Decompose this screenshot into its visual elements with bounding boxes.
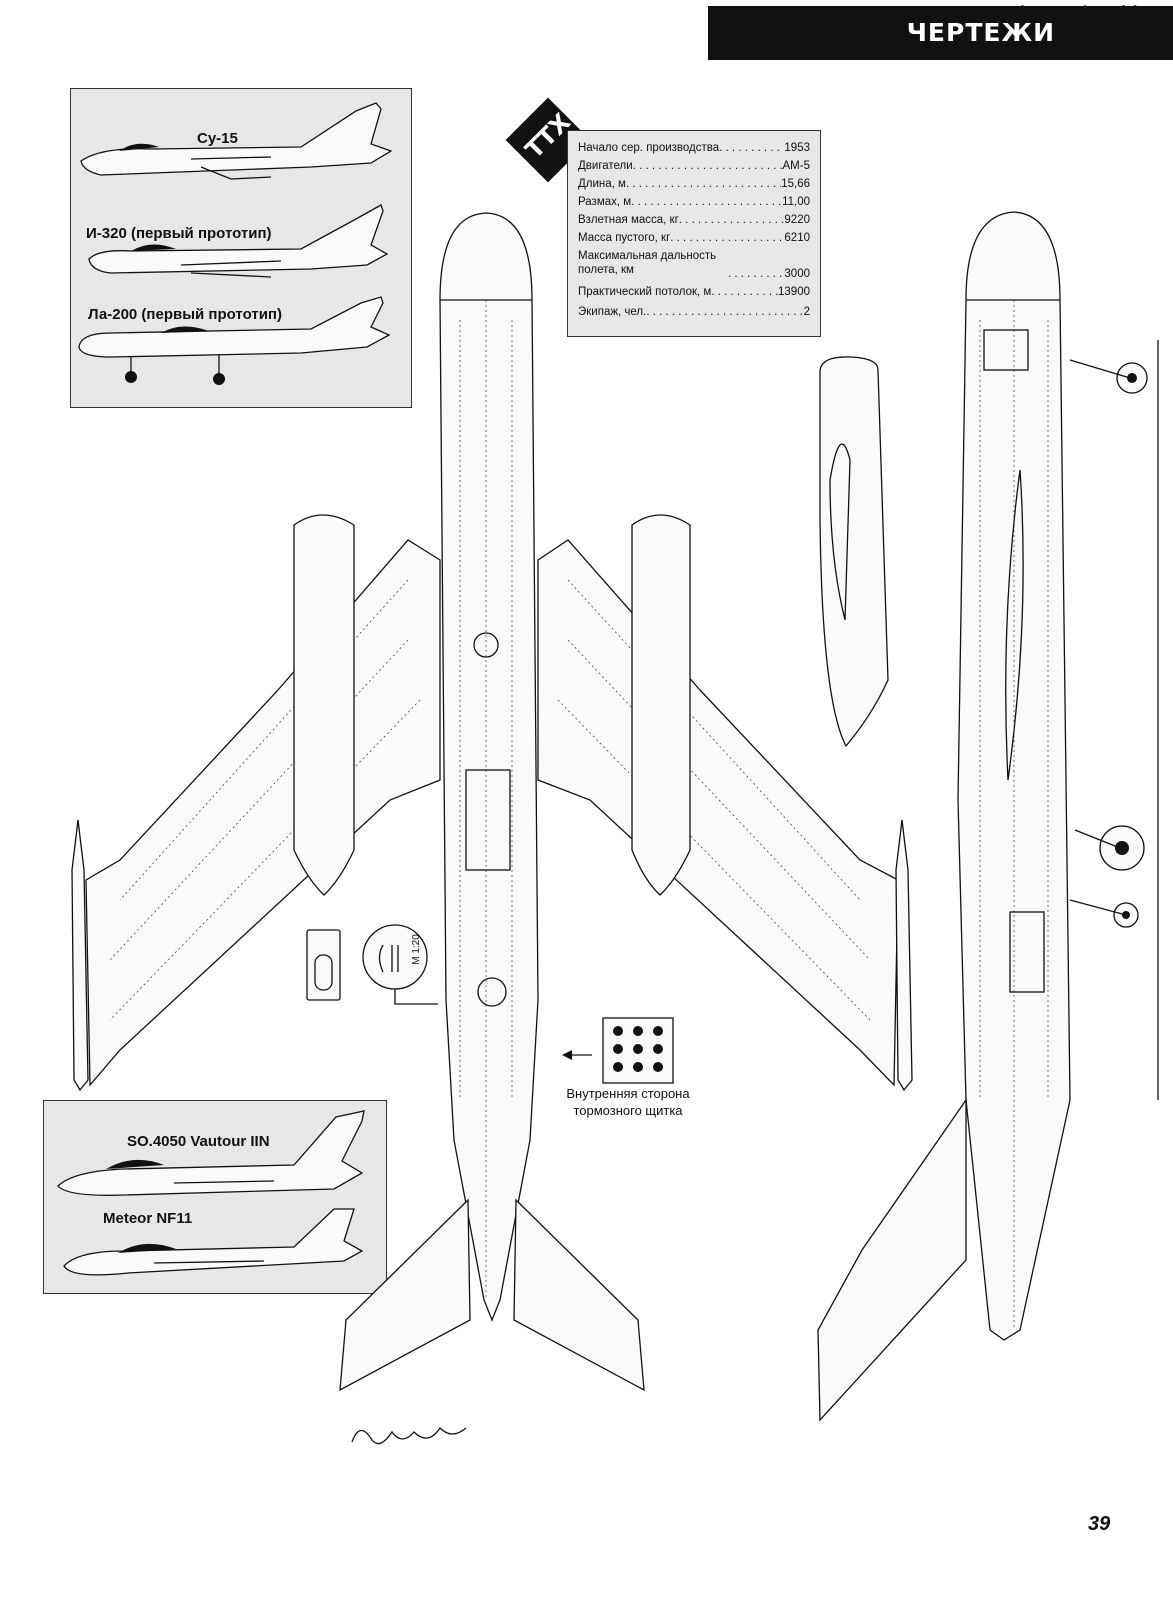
section-header: ЧЕРТЕЖИ <box>708 6 1173 60</box>
caption-su15: Су-15 <box>197 130 238 147</box>
spec-row: Длина, м 15,66 <box>578 177 810 191</box>
caption-vautour: SO.4050 Vautour IIN <box>127 1133 270 1150</box>
comparison-silhouettes-bottom <box>57 1110 365 1276</box>
brake-flap-caption-line2: тормозного щитка <box>573 1103 683 1118</box>
spec-label: Максимальная дальность полета, км <box>578 250 717 276</box>
page-number: 39 <box>1088 1513 1111 1535</box>
detail-scale-label: М 1:20 <box>410 934 422 965</box>
brake-flap-holes <box>613 1026 663 1072</box>
spec-label: Длина, м <box>578 178 626 190</box>
spec-value: 2 <box>803 306 810 318</box>
spec-label: Масса пустого, кг <box>578 232 671 244</box>
spec-value: 11,00 <box>782 196 810 208</box>
spec-label: Двигатели <box>578 160 633 172</box>
section-title: ЧЕРТЕЖИ <box>906 18 1055 47</box>
artist-signature <box>351 1426 467 1445</box>
spec-row: Взлетная масса, кг 9220 <box>578 213 810 227</box>
spec-label: Начало сер. производства <box>578 142 720 154</box>
spec-row: Начало сер. производства 1953 <box>578 141 810 155</box>
brake-flap-caption-line1: Внутренняя сторона <box>566 1086 690 1101</box>
brake-flap-caption: Внутренняя сторона тормозного щитка <box>548 1085 708 1119</box>
side-view-drawing <box>817 211 1159 1422</box>
caption-i320: И-320 (первый прототип) <box>86 225 272 242</box>
spec-label: Размах, м <box>578 196 632 208</box>
spec-value: 3000 <box>784 268 810 280</box>
top-view-drawing <box>71 212 913 1392</box>
spec-row: Экипаж, чел. 2 <box>578 305 810 319</box>
detail-callouts <box>306 924 674 1084</box>
spec-label: Взлетная масса, кг <box>578 214 679 226</box>
spec-row: Масса пустого, кг 6210 <box>578 231 810 245</box>
spec-value: 15,66 <box>781 178 810 190</box>
spec-row: Максимальная дальность полета, км 3000 <box>578 249 810 281</box>
spec-row: Двигатели АМ-5 <box>578 159 810 173</box>
spec-value: 6210 <box>784 232 810 244</box>
comparison-silhouettes-top <box>78 102 393 385</box>
spec-value: АМ-5 <box>782 160 810 172</box>
spec-label: Практический потолок, м <box>578 286 712 298</box>
spec-row: Практический потолок, м 13900 <box>578 285 810 299</box>
spec-label: Экипаж, чел. <box>578 306 647 318</box>
spec-value: 9220 <box>784 214 810 226</box>
spec-value: 13900 <box>778 286 810 298</box>
comparison-box-bottom <box>43 1100 387 1294</box>
spec-value: 1953 <box>784 142 810 154</box>
caption-meteor: Meteor NF11 <box>103 1210 193 1227</box>
spec-row: Размах, м 11,00 <box>578 195 810 209</box>
specs-table: Начало сер. производства 1953 Двигатели АМ… <box>567 130 821 337</box>
caption-la200: Ла-200 (первый прототип) <box>88 306 282 323</box>
comparison-box-top <box>70 88 412 408</box>
